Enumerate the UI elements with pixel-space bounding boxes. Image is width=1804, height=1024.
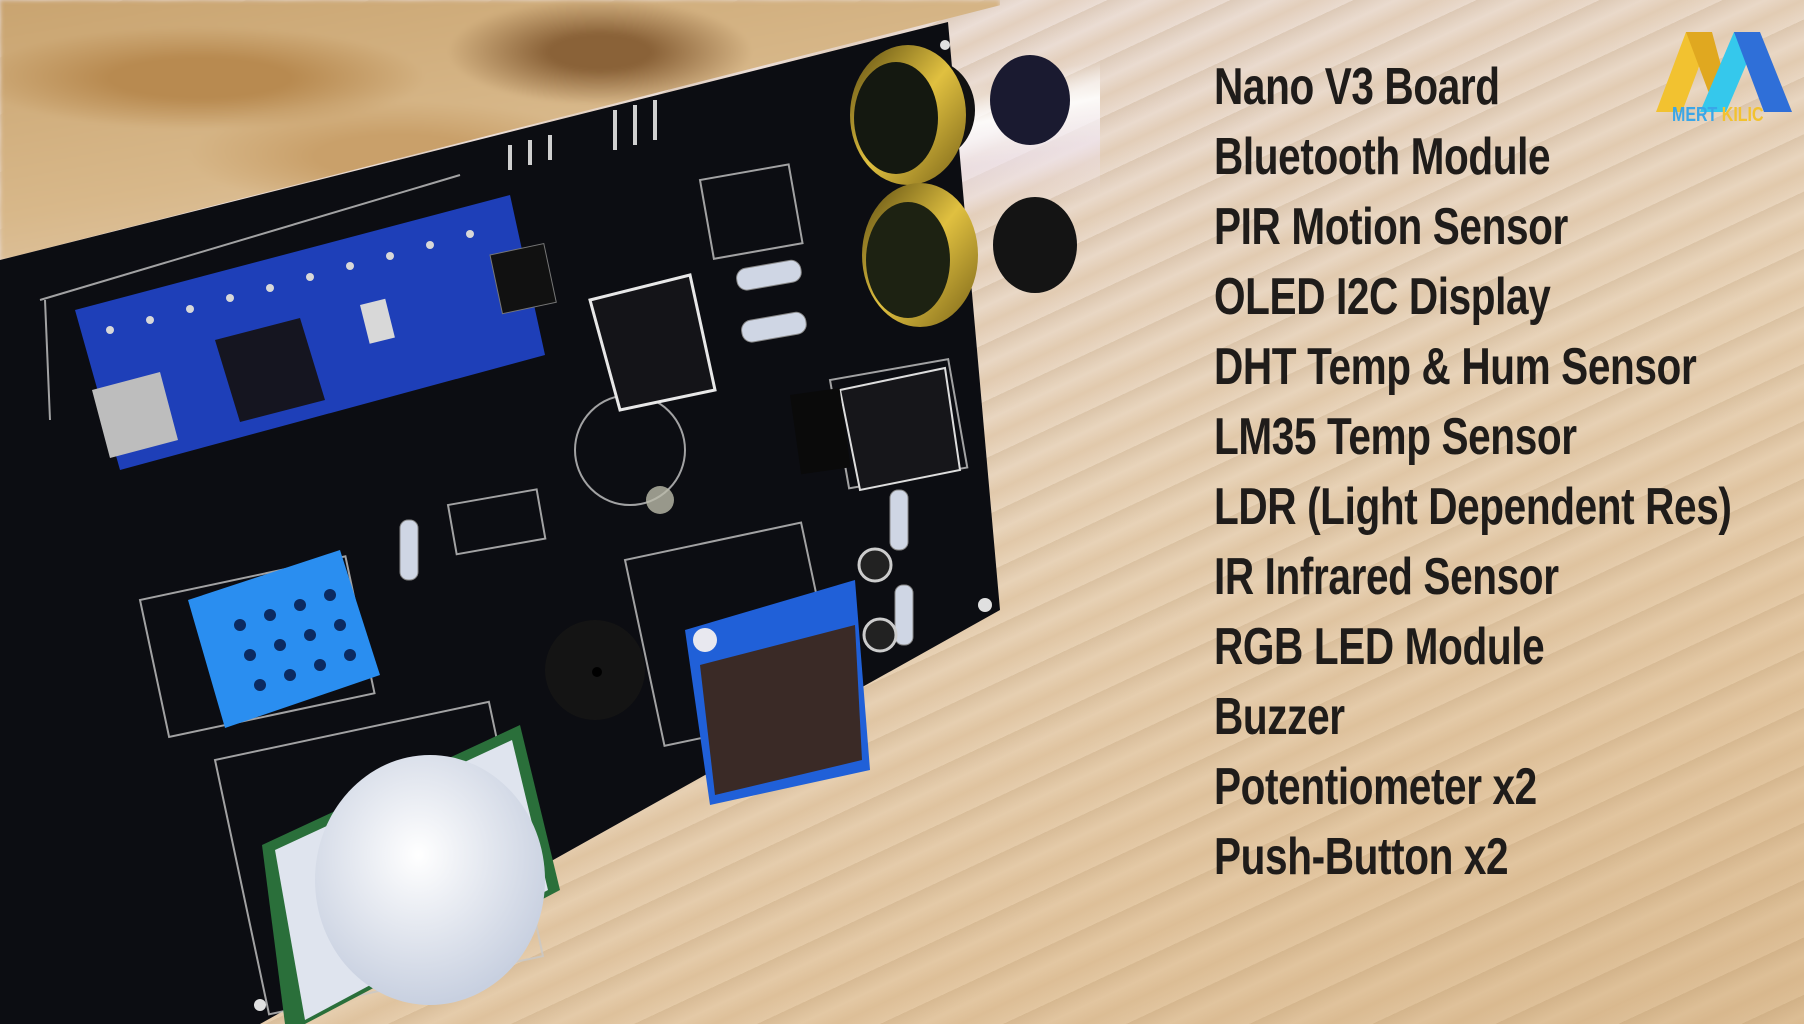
oled-display bbox=[685, 580, 870, 805]
component-item: Nano V3 Board bbox=[1214, 58, 1500, 116]
component-item: Bluetooth Module bbox=[1214, 128, 1551, 186]
component-item: LM35 Temp Sensor bbox=[1214, 408, 1577, 466]
component-item: LDR (Light Dependent Res) bbox=[1214, 478, 1732, 536]
mert-kilic-logo-icon bbox=[1656, 32, 1792, 112]
nano-v3-board bbox=[75, 195, 545, 470]
component-list: Nano V3 Board Bluetooth Module PIR Motio… bbox=[1214, 52, 1804, 892]
component-item: Push-Button x2 bbox=[1214, 828, 1509, 886]
component-item: DHT Temp & Hum Sensor bbox=[1214, 338, 1697, 396]
potentiometer-top bbox=[850, 45, 1070, 185]
pcb-board bbox=[0, 22, 1077, 1024]
component-item: Potentiometer x2 bbox=[1214, 758, 1537, 816]
potentiometer-bottom bbox=[862, 183, 1077, 327]
pir-sensor bbox=[262, 725, 560, 1024]
component-item: IR Infrared Sensor bbox=[1214, 548, 1559, 606]
component-item: PIR Motion Sensor bbox=[1214, 198, 1568, 256]
component-item: RGB LED Module bbox=[1214, 618, 1545, 676]
component-item: OLED I2C Display bbox=[1214, 268, 1551, 326]
logo-wordmark: MERT KILIC bbox=[1672, 104, 1764, 126]
component-item: Buzzer bbox=[1214, 688, 1345, 746]
dht-sensor bbox=[188, 550, 380, 728]
